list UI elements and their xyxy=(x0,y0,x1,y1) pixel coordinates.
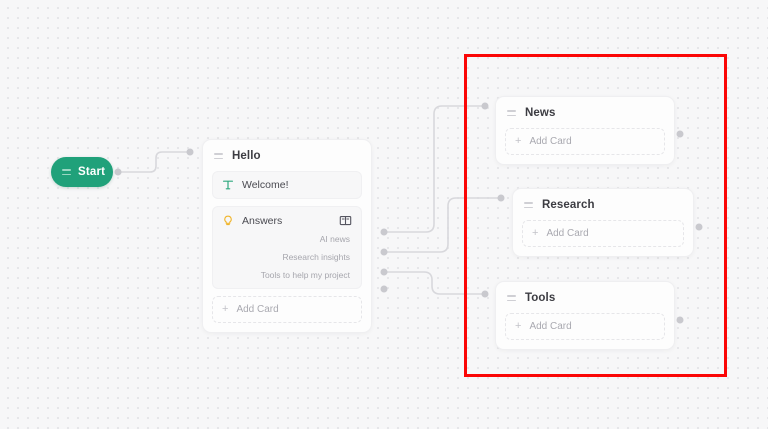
start-node[interactable]: Start xyxy=(51,157,113,187)
drag-handle-icon[interactable] xyxy=(524,201,533,209)
node-hello-title: Hello xyxy=(232,150,261,162)
block-welcome[interactable]: Welcome! xyxy=(212,171,362,199)
drag-handle-icon[interactable] xyxy=(62,168,71,176)
port-news-output[interactable] xyxy=(676,130,684,138)
add-card-label: Add Card xyxy=(236,304,279,315)
port-hello-output-2[interactable] xyxy=(380,248,388,256)
port-tools-input[interactable] xyxy=(481,290,489,298)
answer-option[interactable]: AI news xyxy=(319,234,350,244)
drag-handle-icon[interactable] xyxy=(507,109,516,117)
port-research-input[interactable] xyxy=(497,194,505,202)
port-hello-output-4[interactable] xyxy=(380,285,388,293)
block-answers-label: Answers xyxy=(242,214,283,227)
open-book-icon[interactable] xyxy=(339,214,352,227)
answer-option[interactable]: Tools to help my project xyxy=(260,270,350,280)
node-hello[interactable]: Hello Welcome! Answers xyxy=(202,139,372,333)
add-card-button-research[interactable]: + Add Card xyxy=(522,220,684,247)
add-card-button-tools[interactable]: + Add Card xyxy=(505,313,665,340)
edge-hello-to-research xyxy=(383,197,499,253)
answers-options-list: AI news Research insights Tools to help … xyxy=(222,234,352,280)
node-news-header[interactable]: News xyxy=(496,97,674,128)
node-research[interactable]: Research + Add Card xyxy=(512,188,694,257)
plus-icon: + xyxy=(515,135,522,147)
edge-hello-to-news xyxy=(383,105,483,233)
node-research-header[interactable]: Research xyxy=(513,189,693,220)
block-welcome-label: Welcome! xyxy=(242,179,289,191)
edge-start-to-hello xyxy=(117,151,189,173)
node-tools-title: Tools xyxy=(525,292,556,304)
node-news-title: News xyxy=(525,107,556,119)
answer-option[interactable]: Research insights xyxy=(282,252,350,262)
drag-handle-icon[interactable] xyxy=(214,152,223,160)
port-research-output[interactable] xyxy=(695,223,703,231)
lightbulb-icon xyxy=(222,215,234,227)
node-tools-header[interactable]: Tools xyxy=(496,282,674,313)
plus-icon: + xyxy=(515,320,522,332)
add-card-label: Add Card xyxy=(546,228,589,239)
add-card-button-hello[interactable]: + Add Card xyxy=(212,296,362,323)
node-news[interactable]: News + Add Card xyxy=(495,96,675,165)
add-card-button-news[interactable]: + Add Card xyxy=(505,128,665,155)
port-tools-output[interactable] xyxy=(676,316,684,324)
port-start-output[interactable] xyxy=(114,168,122,176)
node-research-title: Research xyxy=(542,199,595,211)
block-answers[interactable]: Answers AI news Research insights Tools … xyxy=(212,206,362,289)
block-answers-header: Answers xyxy=(222,214,352,227)
plus-icon: + xyxy=(532,227,539,239)
plus-icon: + xyxy=(222,303,229,315)
text-format-icon xyxy=(222,179,234,191)
node-hello-header[interactable]: Hello xyxy=(203,140,371,171)
start-node-label: Start xyxy=(78,166,106,178)
add-card-label: Add Card xyxy=(529,321,572,332)
node-tools[interactable]: Tools + Add Card xyxy=(495,281,675,350)
port-hello-output-1[interactable] xyxy=(380,228,388,236)
port-hello-input[interactable] xyxy=(186,148,194,156)
edge-hello-to-tools xyxy=(383,271,483,295)
port-news-input[interactable] xyxy=(481,102,489,110)
drag-handle-icon[interactable] xyxy=(507,294,516,302)
port-hello-output-3[interactable] xyxy=(380,268,388,276)
add-card-label: Add Card xyxy=(529,136,572,147)
